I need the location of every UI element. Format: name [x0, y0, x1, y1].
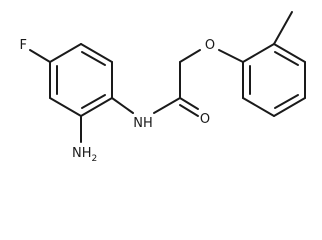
amine-nh-text: NH: [72, 146, 92, 161]
o-aryl-bond: [218, 49, 244, 63]
carbonyl-double-bond-a: [179, 97, 199, 110]
bond: [49, 97, 82, 117]
c-nh-bond: [111, 97, 134, 114]
double-bond-inner: [81, 94, 106, 109]
nh-carbonyl-bond: [153, 97, 181, 114]
amine-subscript: 2: [92, 154, 98, 164]
c-f-bond: [29, 49, 51, 63]
methyl-bond: [273, 11, 293, 45]
chemical-structure: F NH2 NH O O: [20, 11, 306, 164]
bond: [80, 43, 113, 63]
carbonyl-oxygen-label: O: [200, 112, 210, 127]
double-bond-inner: [274, 51, 299, 66]
ch2-o-bond: [179, 49, 201, 63]
bond: [49, 43, 82, 63]
bond: [273, 97, 306, 117]
double-bond-inner: [274, 94, 299, 109]
bond: [273, 43, 306, 63]
bond: [242, 97, 275, 117]
ether-oxygen-label: O: [205, 38, 215, 53]
amine-label: NH2: [72, 146, 97, 164]
bond: [80, 97, 113, 117]
double-bond-inner: [81, 51, 106, 66]
amide-nh-label: NH: [133, 116, 153, 131]
bond: [242, 43, 275, 63]
fluorine-label: F: [20, 38, 27, 53]
methylphenyl-ring: [242, 43, 306, 117]
fluoroaminophenyl-ring: [49, 43, 113, 117]
carbonyl-double-bond-b: [179, 104, 199, 117]
